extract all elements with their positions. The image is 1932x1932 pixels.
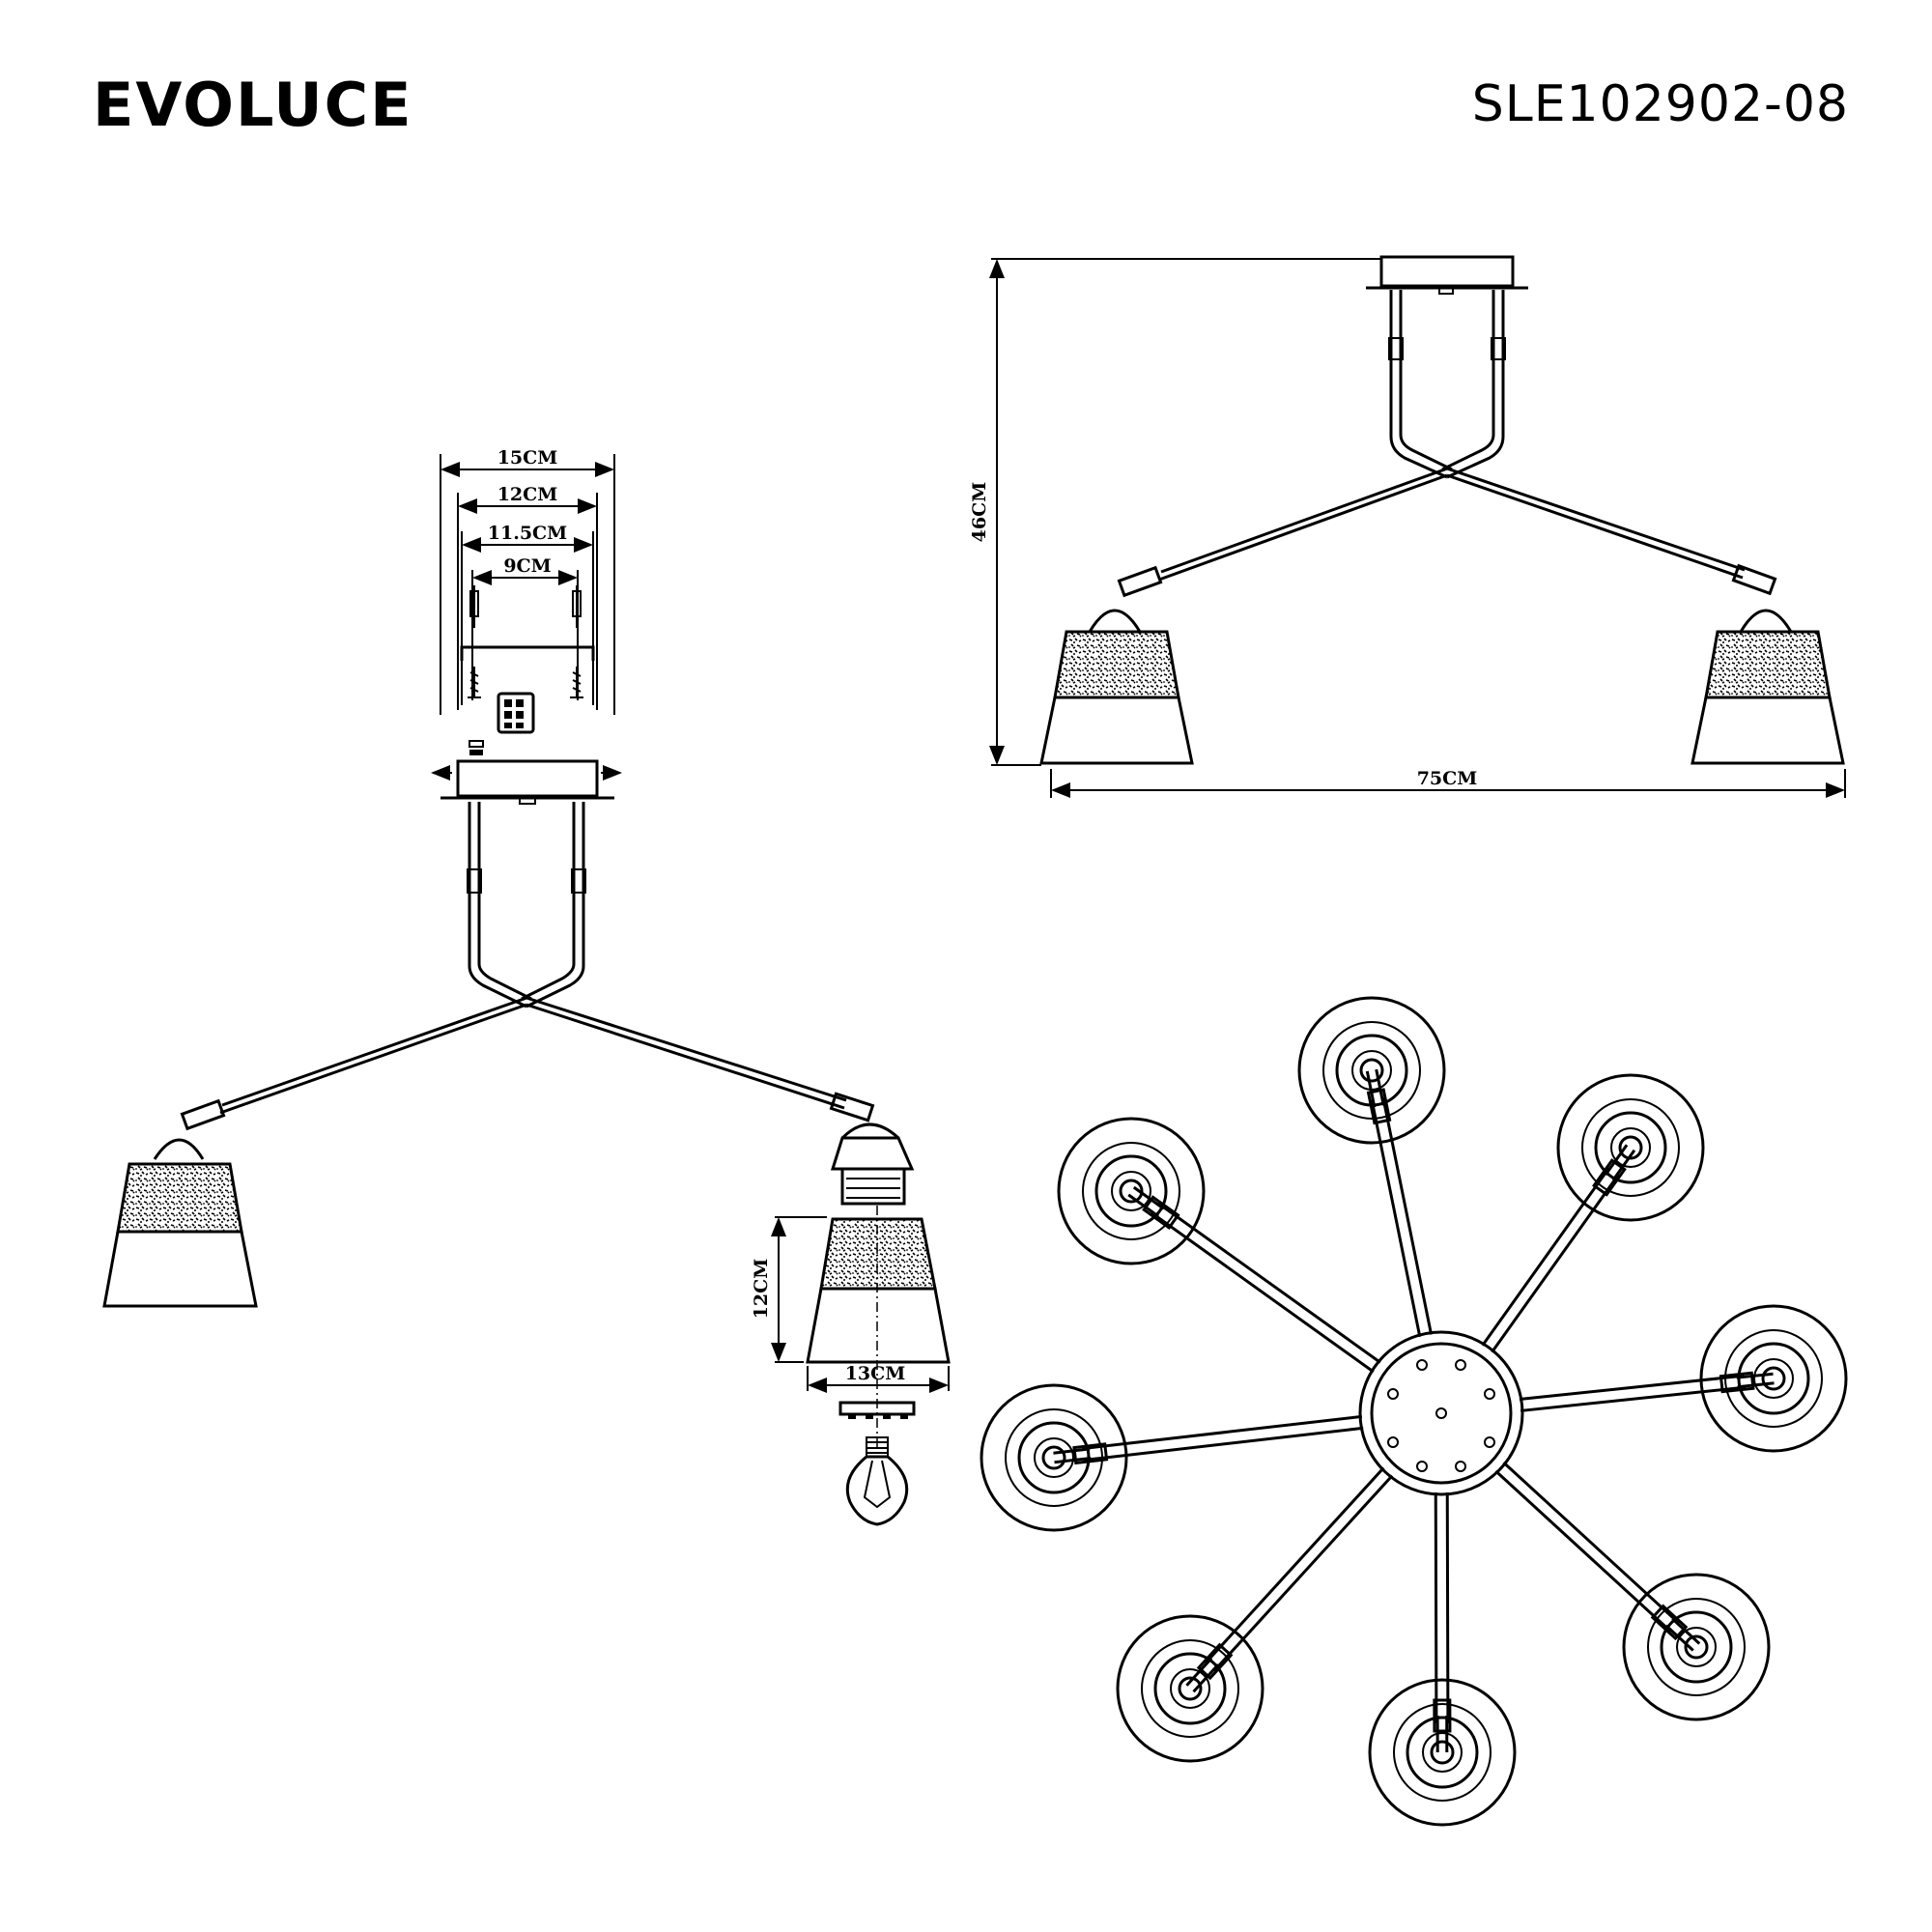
top-view-arm bbox=[1494, 1461, 1680, 1634]
top-view-joint bbox=[1072, 1442, 1109, 1465]
shade-right-exploded: 12CM 13CM bbox=[751, 1122, 951, 1526]
dim-13cm-width: 13CM bbox=[845, 1363, 906, 1384]
top-view-shade bbox=[1116, 1614, 1264, 1763]
dim-11-5cm: 11.5CM bbox=[488, 523, 567, 544]
top-view bbox=[980, 996, 1848, 1827]
top-view-arm-stub bbox=[1365, 1068, 1385, 1108]
top-view-arm bbox=[1151, 1202, 1381, 1374]
screw-right-icon bbox=[572, 585, 582, 628]
top-view-arm bbox=[1481, 1167, 1620, 1353]
top-view-joint bbox=[1142, 1195, 1180, 1231]
light-bulb-icon bbox=[845, 1436, 909, 1526]
top-view-arm-stub bbox=[1604, 1144, 1636, 1181]
top-view-joint bbox=[1650, 1604, 1689, 1641]
front-shade-left bbox=[1039, 609, 1194, 765]
top-view-arm bbox=[1370, 1096, 1434, 1338]
mounting-detail: 15CM 12CM 11.5CM 9CM bbox=[440, 447, 615, 755]
dim-15cm: 15CM bbox=[497, 447, 558, 469]
top-view-shade bbox=[1368, 1678, 1517, 1827]
top-view-shade bbox=[1057, 1117, 1206, 1265]
top-view-arm-stub bbox=[1664, 1617, 1701, 1652]
terminal-block-icon bbox=[497, 692, 535, 734]
screw-left-icon bbox=[469, 585, 479, 628]
nut-icon bbox=[469, 740, 484, 755]
top-view-joint bbox=[1719, 1371, 1755, 1394]
shade-left bbox=[102, 1138, 258, 1308]
front-view: 46CM 75CM bbox=[969, 255, 1846, 798]
top-view-arm-stub bbox=[1736, 1372, 1775, 1389]
model-number: SLE102902-08 bbox=[1471, 75, 1849, 133]
brand-title: EVOLUCE bbox=[93, 70, 413, 140]
screw-lower-left-icon bbox=[468, 667, 481, 698]
top-view-arm bbox=[1081, 1414, 1364, 1463]
side-view-exploded: 12CM 13CM bbox=[102, 759, 951, 1526]
top-view-joint bbox=[1592, 1158, 1627, 1197]
top-view-arm bbox=[1204, 1466, 1394, 1672]
dim-12cm: 12CM bbox=[497, 484, 558, 505]
top-view-shade bbox=[1622, 1573, 1771, 1721]
dim-12cm-height: 12CM bbox=[751, 1259, 772, 1320]
top-view-arm-stub bbox=[1435, 1715, 1449, 1753]
dim-9cm: 9CM bbox=[503, 555, 551, 577]
top-view-arm-stub bbox=[1127, 1185, 1165, 1218]
top-view-shade bbox=[1556, 1073, 1705, 1222]
dim-75cm-width: 75CM bbox=[1417, 768, 1478, 789]
top-view-joint bbox=[1433, 1698, 1452, 1733]
top-view-arm-stub bbox=[1053, 1447, 1092, 1464]
top-view-arm-stub bbox=[1185, 1657, 1220, 1693]
top-view-arm bbox=[1519, 1374, 1746, 1412]
top-view-joint bbox=[1196, 1642, 1234, 1681]
dim-46cm-height: 46CM bbox=[969, 482, 990, 543]
top-view-arm bbox=[1434, 1492, 1450, 1724]
top-view-joint bbox=[1366, 1088, 1392, 1125]
top-view-canopy bbox=[1358, 1330, 1524, 1496]
top-view-shade bbox=[1297, 996, 1446, 1145]
front-shade-right bbox=[1690, 609, 1845, 765]
screw-lower-right-icon bbox=[570, 667, 583, 698]
